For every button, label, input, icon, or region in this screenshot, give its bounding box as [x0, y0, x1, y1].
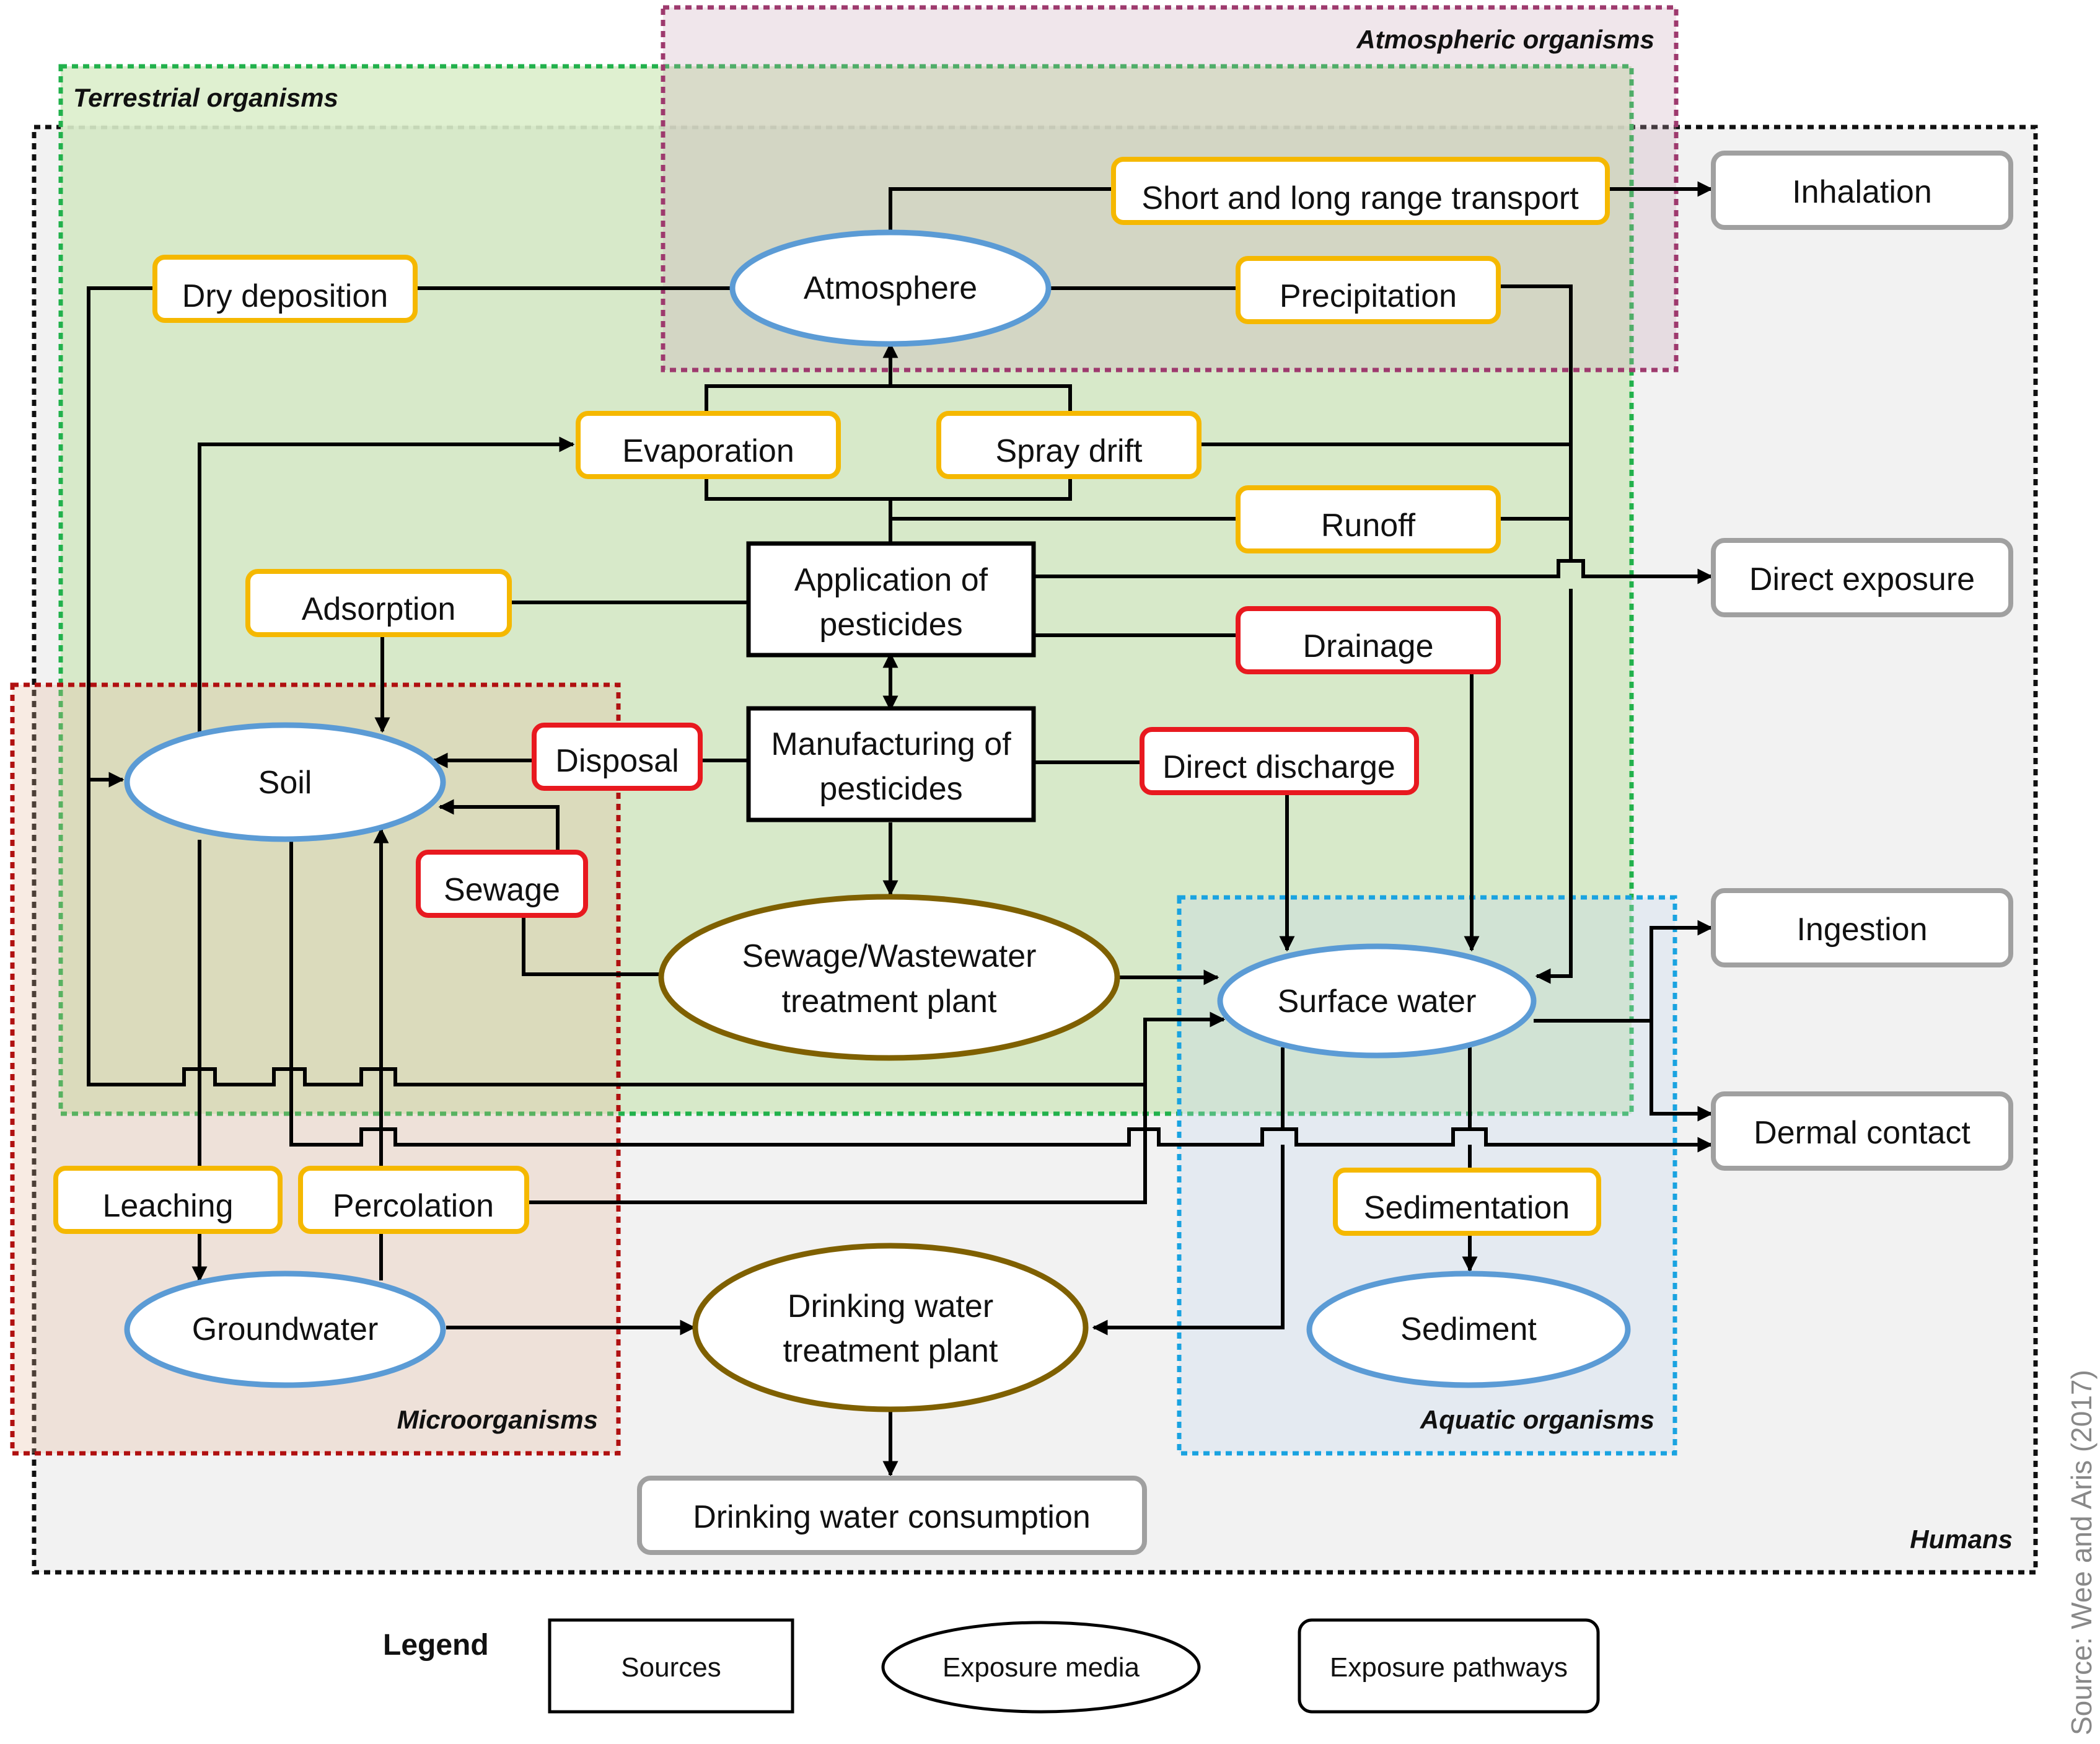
percolation-label: Percolation — [333, 1188, 494, 1224]
sedimentation-label: Sedimentation — [1364, 1190, 1570, 1226]
exposure-pathways: Short and long range transport Dry depos… — [53, 151, 2013, 1555]
exposure-direct-exposure[interactable]: Direct exposure — [1711, 538, 2013, 617]
terrestrial-zone-label: Terrestrial organisms — [73, 83, 338, 112]
disposal-label: Disposal — [555, 743, 679, 779]
runoff-label: Runoff — [1321, 508, 1416, 544]
to-dermal-arrow — [1650, 1021, 1713, 1122]
percolation-to-surface-water-line — [527, 1085, 1147, 1204]
sewage-plant-label-line1: Sewage/Wastewater — [742, 938, 1037, 974]
drainage-label: Drainage — [1303, 628, 1433, 664]
source-manufacturing-of-pesticides[interactable]: Manufacturing of pesticides — [746, 706, 1036, 822]
exposure-inhalation[interactable]: Inhalation — [1711, 151, 2013, 230]
aquatic-zone-label: Aquatic organisms — [1420, 1405, 1654, 1434]
spray-drift-label: Spray drift — [996, 433, 1143, 469]
legend-media-label: Exposure media — [942, 1652, 1140, 1683]
pathway-sedimentation[interactable]: Sedimentation — [1333, 1168, 1601, 1236]
precipitation-to-surface-water-arrow — [1500, 284, 1573, 976]
exposure-drinking-water-consumption[interactable]: Drinking water consumption — [637, 1476, 1147, 1555]
pathway-disposal[interactable]: Disposal — [532, 723, 703, 791]
humans-zone-label: Humans — [1910, 1525, 2013, 1554]
legend-pathways: Exposure pathways — [1298, 1618, 1600, 1714]
surface-water-label: Surface water — [1278, 984, 1477, 1020]
exposure-ingestion[interactable]: Ingestion — [1711, 888, 2013, 967]
sediment-label: Sediment — [1400, 1311, 1537, 1347]
pathway-percolation[interactable]: Percolation — [298, 1166, 529, 1234]
exposure-media: Atmosphere Soil Groundwater Surface wate… — [124, 229, 1631, 1412]
surface-water-to-drinking-plant-arrow — [1094, 1047, 1285, 1328]
drinking-plant-label-line2: treatment plant — [783, 1333, 998, 1369]
pathway-adsorption[interactable]: Adsorption — [245, 569, 512, 637]
medium-surface-water[interactable]: Surface water — [1217, 943, 1537, 1059]
sewage-to-plant-line — [522, 917, 663, 976]
inhalation-label: Inhalation — [1792, 174, 1932, 210]
atmospheric-zone-label: Atmospheric organisms — [1356, 25, 1654, 54]
exposure-dermal-contact[interactable]: Dermal contact — [1711, 1091, 2013, 1171]
medium-atmosphere[interactable]: Atmosphere — [729, 229, 1052, 347]
evaporation-label: Evaporation — [622, 433, 794, 469]
micro-zone-label: Microorganisms — [397, 1405, 598, 1434]
pathway-leaching[interactable]: Leaching — [53, 1166, 283, 1234]
dry-deposition-label: Dry deposition — [182, 278, 388, 314]
direct-discharge-label: Direct discharge — [1162, 749, 1395, 785]
groundwater-label: Groundwater — [192, 1311, 379, 1347]
leaching-label: Leaching — [102, 1188, 233, 1224]
legend: Legend Sources Exposure media Exposure p… — [383, 1618, 1600, 1714]
medium-soil[interactable]: Soil — [124, 722, 446, 842]
precipitation-label: Precipitation — [1280, 278, 1457, 314]
sources: Application of pesticides Manufacturing … — [746, 541, 1036, 822]
atmosphere-label: Atmosphere — [804, 270, 977, 306]
medium-sediment[interactable]: Sediment — [1306, 1271, 1631, 1388]
legend-sources: Sources — [548, 1618, 794, 1714]
medium-drinking-water-treatment-plant[interactable]: Drinking water treatment plant — [692, 1243, 1089, 1412]
soil-to-evaporation-arrow — [198, 436, 575, 733]
soil-to-dermal-line — [289, 840, 1713, 1153]
connectors — [87, 181, 1713, 1477]
medium-sewage-treatment-plant[interactable]: Sewage/Wastewater treatment plant — [658, 894, 1120, 1061]
source-application-of-pesticides[interactable]: Application of pesticides — [746, 541, 1036, 658]
atmosphere-to-transport-line — [889, 187, 1112, 231]
soil-label: Soil — [258, 765, 312, 801]
dry-deposition-bus — [87, 780, 1226, 1086]
manufacturing-label-line2: pesticides — [819, 771, 962, 807]
pathway-dry-deposition[interactable]: Dry deposition — [152, 255, 418, 323]
sewage-label: Sewage — [444, 872, 560, 908]
application-label-line1: Application of — [794, 562, 988, 598]
legend-sources-label: Sources — [621, 1652, 721, 1683]
dermal-contact-label: Dermal contact — [1754, 1115, 1970, 1151]
manufacturing-label-line1: Manufacturing of — [771, 726, 1011, 762]
collector-hop — [1553, 559, 1588, 578]
pathway-evaporation[interactable]: Evaporation — [576, 411, 841, 479]
sewage-plant-label-line2: treatment plant — [782, 984, 997, 1020]
sewage-to-soil-arrow — [438, 799, 560, 852]
pathway-spray-drift[interactable]: Spray drift — [936, 411, 1202, 479]
source-attribution: Source: Wee and Aris (2017) — [2065, 1370, 2098, 1735]
terrestrial-zone-top-band — [63, 69, 1629, 126]
pathway-runoff[interactable]: Runoff — [1236, 485, 1501, 553]
legend-media: Exposure media — [881, 1621, 1201, 1714]
ingestion-label: Ingestion — [1796, 912, 1927, 948]
pathway-drainage[interactable]: Drainage — [1236, 606, 1501, 674]
pathway-direct-discharge[interactable]: Direct discharge — [1140, 727, 1419, 795]
drinking-consumption-label: Drinking water consumption — [693, 1499, 1091, 1535]
pathway-short-long-range-transport[interactable]: Short and long range transport — [1111, 157, 1610, 225]
application-label-line2: pesticides — [819, 607, 962, 643]
adsorption-label: Adsorption — [302, 591, 456, 627]
transport-label: Short and long range transport — [1141, 180, 1579, 216]
medium-groundwater[interactable]: Groundwater — [124, 1271, 446, 1388]
legend-pathways-label: Exposure pathways — [1330, 1652, 1568, 1683]
pathway-sewage[interactable]: Sewage — [416, 850, 588, 918]
legend-title: Legend — [383, 1629, 489, 1662]
drinking-plant-label-line1: Drinking water — [788, 1288, 993, 1324]
dry-deposition-to-soil-arrow — [87, 286, 155, 788]
direct-exposure-label: Direct exposure — [1749, 562, 1975, 597]
pathway-precipitation[interactable]: Precipitation — [1236, 256, 1501, 324]
